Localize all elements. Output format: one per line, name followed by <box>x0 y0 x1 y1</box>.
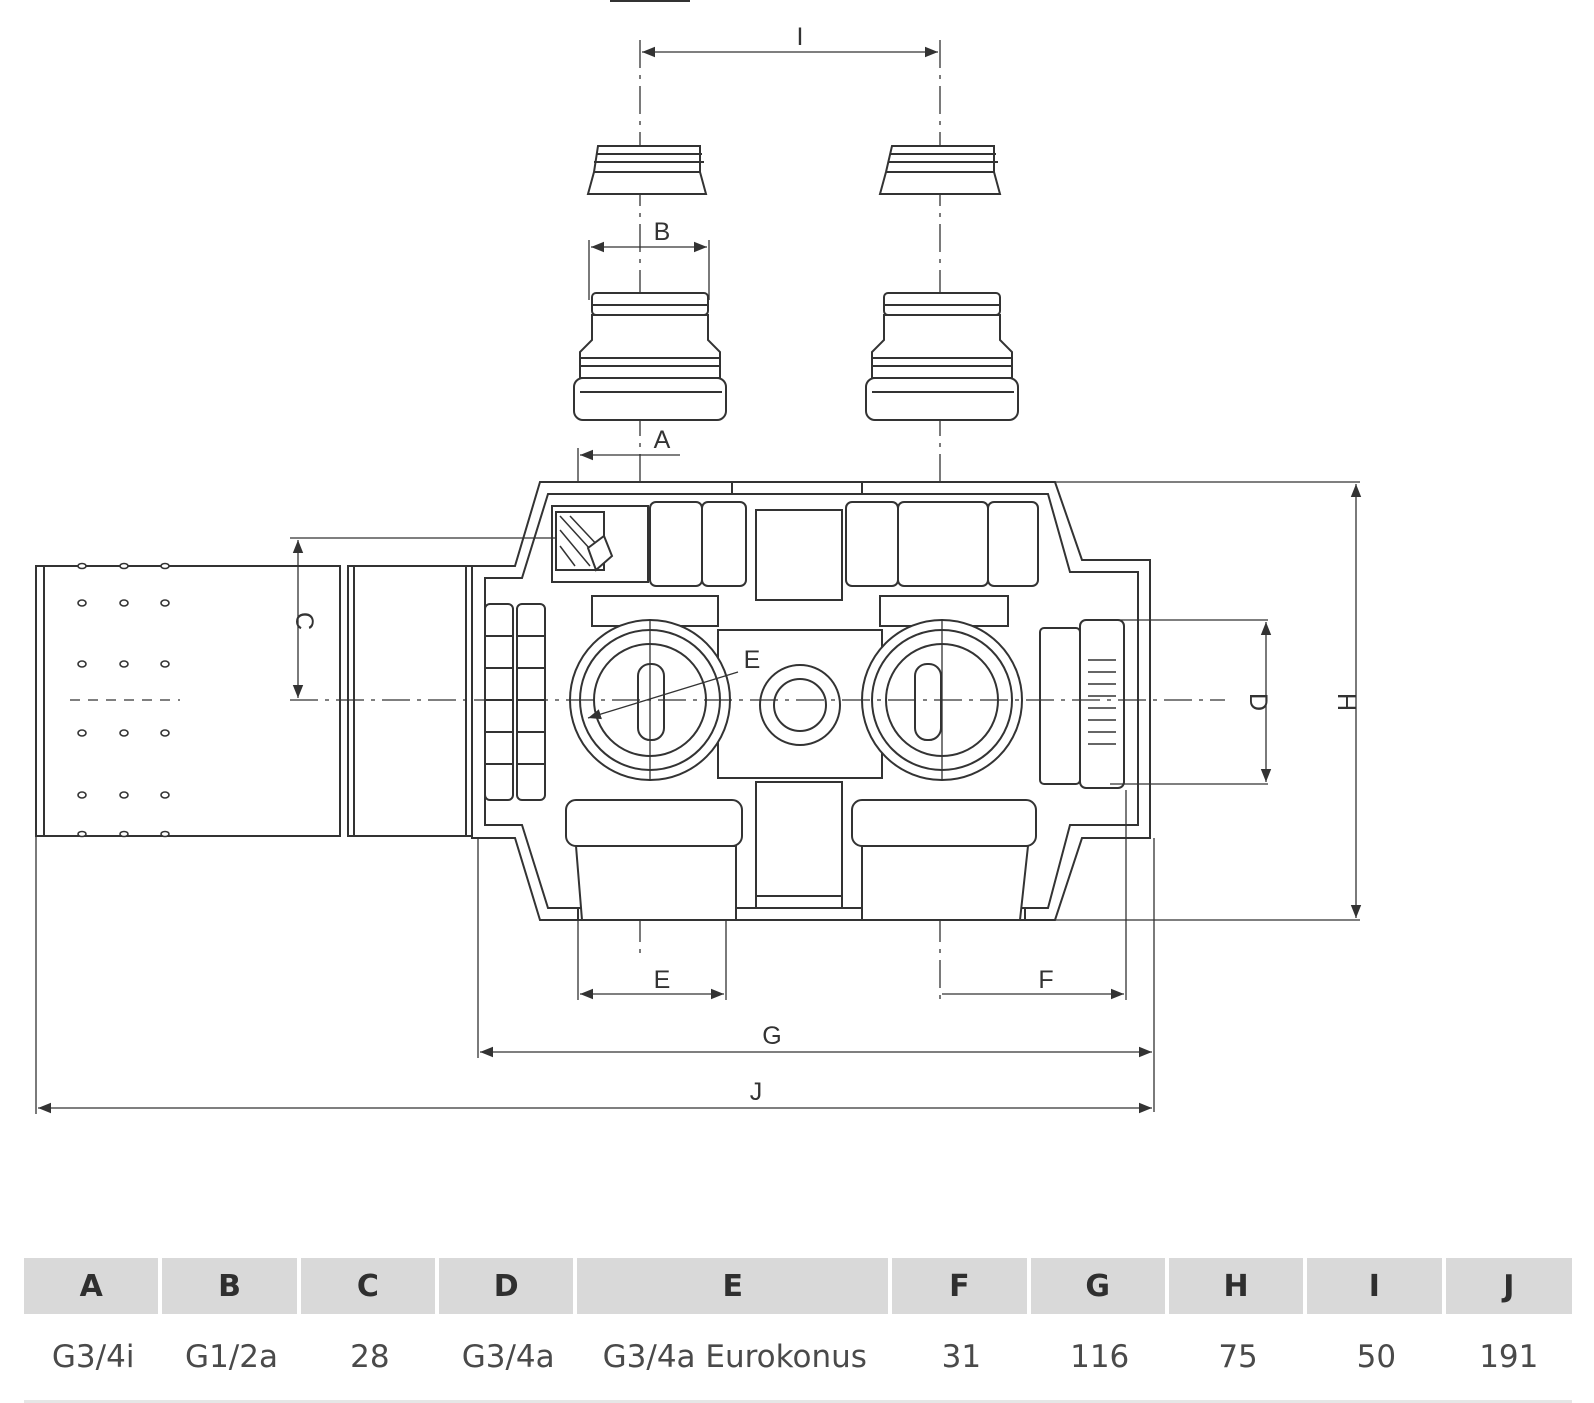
header-b: B <box>162 1258 301 1314</box>
thermostatic-head-vents <box>77 562 170 838</box>
valve-technical-drawing: I B A <box>35 0 1362 1114</box>
center-channel <box>717 629 883 779</box>
header-h: H <box>1168 1258 1308 1314</box>
header-i: I <box>1307 1258 1446 1314</box>
label-h: H <box>1332 693 1360 711</box>
table-row: G3/4i G1/2a 28 G3/4a G3/4a Eurokonus 31 … <box>24 1314 1572 1403</box>
header-g: G <box>1030 1258 1169 1314</box>
dimension-h <box>1040 481 1362 921</box>
header-f: F <box>892 1258 1031 1314</box>
label-e-bottom: E <box>654 966 671 994</box>
adapter-right <box>865 292 1019 421</box>
value-f: 31 <box>892 1314 1031 1403</box>
value-c: 28 <box>300 1314 440 1403</box>
table-header-row: A B C D E F G H I J <box>24 1258 1572 1314</box>
knurled-nut-left <box>484 603 546 801</box>
label-e-body: E <box>744 646 761 674</box>
label-d: D <box>1244 693 1272 711</box>
fitting-cone-right <box>878 145 1002 195</box>
value-e: G3/4a Eurokonus <box>577 1314 893 1403</box>
upper-ports <box>551 501 1039 627</box>
label-a: A <box>654 426 671 454</box>
dimension-spec-table: A B C D E F G H I J G3/4i G1/2a 28 G3/4a… <box>24 1258 1572 1403</box>
value-g: 116 <box>1030 1314 1169 1403</box>
label-c: C <box>290 612 318 630</box>
header-e: E <box>577 1258 893 1314</box>
fitting-cone-left <box>586 145 708 195</box>
header-d: D <box>439 1258 578 1314</box>
value-b: G1/2a <box>162 1314 301 1403</box>
label-g: G <box>762 1022 781 1050</box>
header-a: A <box>24 1258 163 1314</box>
value-a: G3/4i <box>24 1314 163 1403</box>
adapter-left <box>573 292 727 421</box>
dimension-g <box>477 838 1155 1112</box>
dimension-c <box>290 537 556 698</box>
label-j: J <box>750 1078 763 1106</box>
header-c: C <box>300 1258 440 1314</box>
value-d: G3/4a <box>439 1314 578 1403</box>
label-b: B <box>654 218 671 246</box>
dimension-j <box>35 836 1152 1114</box>
knurled-cap-right <box>1039 619 1125 789</box>
value-h: 75 <box>1168 1314 1308 1403</box>
dimension-e-bottom <box>577 920 727 1000</box>
dimension-e-body <box>587 671 739 720</box>
header-j: J <box>1445 1258 1572 1314</box>
value-i: 50 <box>1307 1314 1446 1403</box>
dimension-b <box>588 240 710 300</box>
label-f: F <box>1038 966 1053 994</box>
dimension-d <box>1110 619 1272 785</box>
label-i: I <box>797 23 804 51</box>
lower-ports <box>565 781 1037 921</box>
dimension-f <box>942 790 1127 1000</box>
thermostatic-head <box>35 565 473 837</box>
value-j: 191 <box>1445 1314 1572 1403</box>
